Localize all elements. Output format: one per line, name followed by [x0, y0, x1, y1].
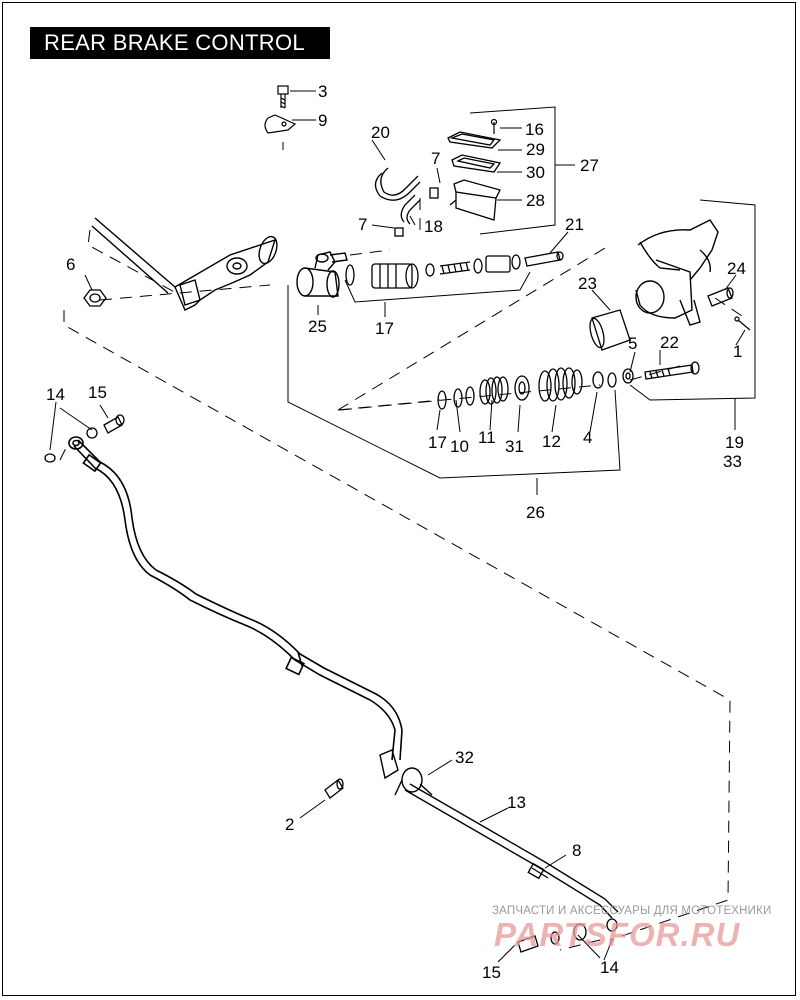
brake-pedal-lever [91, 217, 278, 311]
callout-1: 1 [733, 342, 742, 361]
leader-lines [49, 90, 746, 963]
bushing-part-23 [589, 309, 631, 351]
callout-20: 20 [371, 123, 390, 142]
gasket-part-30 [451, 154, 502, 173]
dashed-guide-lines [59, 142, 746, 951]
callout-30: 30 [526, 163, 545, 182]
callout-7-upper: 7 [431, 149, 440, 168]
boot-part-12 [538, 367, 583, 402]
callout-9: 9 [318, 111, 327, 130]
callout-31: 31 [505, 437, 524, 456]
washers-part-14-top [44, 427, 98, 463]
callout-22: 22 [660, 333, 679, 352]
callout-24: 24 [727, 259, 746, 278]
callout-10: 10 [450, 437, 469, 456]
banjo-bolt-part-15-top [103, 414, 125, 434]
callout-5: 5 [628, 334, 637, 353]
callout-6: 6 [66, 255, 75, 274]
pedal-pad-assembly [635, 219, 719, 326]
callout-26: 26 [526, 503, 545, 522]
callout-17-upper: 17 [375, 319, 394, 338]
callout-16: 16 [525, 120, 544, 139]
callout-25: 25 [308, 317, 327, 336]
callout-17-lower: 17 [428, 433, 447, 452]
callout-15-top: 15 [88, 383, 107, 402]
washer-part-31 [514, 375, 530, 401]
master-cylinder-body-part-25 [296, 251, 348, 298]
screw-part-16 [490, 118, 498, 134]
banjo-fitting-lower [550, 918, 618, 945]
callout-18: 18 [424, 217, 443, 236]
reservoir-part-28 [449, 179, 501, 221]
callout-12: 12 [542, 432, 561, 451]
callout-3: 3 [318, 82, 327, 101]
clip-part-8 [531, 867, 549, 879]
push-rod-part-21 [524, 251, 564, 267]
nut-part-5 [622, 368, 634, 384]
callout-23: 23 [578, 274, 597, 293]
hose-part-18 [394, 187, 439, 237]
callout-27: 27 [580, 156, 599, 175]
callout-labels: 3 9 20 16 29 27 7 30 28 7 18 21 6 24 23 … [46, 82, 746, 982]
callout-28: 28 [526, 191, 545, 210]
bolt-part-3 [277, 85, 289, 109]
reservoir-cover-part-29 [447, 131, 502, 149]
callout-15-lower: 15 [482, 963, 501, 982]
callout-2: 2 [285, 815, 294, 834]
clip-part-9 [264, 114, 297, 134]
bolt-part-2 [324, 778, 344, 799]
piston-assembly-part-17 [345, 254, 521, 289]
callout-4: 4 [583, 428, 592, 447]
callout-21: 21 [565, 215, 584, 234]
watermark-caption: ЗАПЧАСТИ И АКСЕССУАРЫ ДЛЯ МОТОТЕХНИКИ [492, 905, 772, 917]
seal-part-17-lower [437, 386, 475, 410]
diagram-title: REAR BRAKE CONTROL [30, 27, 330, 59]
banjo-bolt-part-15-lower [517, 935, 539, 953]
callout-11: 11 [478, 428, 496, 447]
callout-14-top: 14 [46, 385, 65, 404]
bracket-lines [287, 106, 756, 495]
pin-part-24 [707, 287, 734, 307]
spring-part-11 [479, 376, 509, 405]
fitting-part-32 [379, 749, 433, 796]
cotter-pin-part-1 [734, 316, 751, 331]
callout-14-lower: 14 [600, 958, 619, 977]
brake-line-tube [68, 436, 403, 761]
bolt-part-22 [644, 361, 700, 380]
callout-33: 33 [723, 452, 742, 471]
reservoir-hose-part-20 [374, 167, 421, 201]
callout-32: 32 [455, 748, 474, 767]
retaining-ring-part-4 [592, 371, 617, 389]
callout-7-lower: 7 [358, 215, 367, 234]
callout-8: 8 [572, 841, 581, 860]
nut-part-6 [83, 289, 107, 307]
callout-29: 29 [526, 140, 545, 159]
callout-19: 19 [725, 433, 744, 452]
callout-13: 13 [507, 793, 526, 812]
watermark-logo: PARTSFOR.RU [494, 916, 741, 953]
